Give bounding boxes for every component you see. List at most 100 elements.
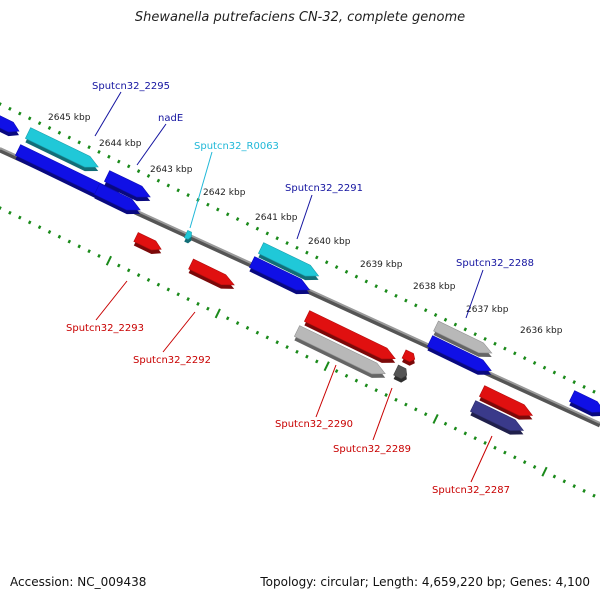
tick-mark xyxy=(146,277,151,282)
tick-mark xyxy=(67,135,72,140)
inner-tick-ring xyxy=(0,206,596,498)
kbp-label: 2642 kbp xyxy=(203,188,246,198)
gene-label[interactable]: Sputcn32_2287 xyxy=(432,485,510,496)
tick-mark xyxy=(206,202,210,207)
gene-label[interactable]: Sputcn32_2291 xyxy=(285,183,363,194)
tick-mark xyxy=(295,349,299,354)
tick-mark xyxy=(473,436,477,441)
tick-mark xyxy=(0,206,2,210)
gene-2288-pseudo[interactable] xyxy=(433,320,493,354)
tick-mark xyxy=(344,269,349,274)
tick-mark xyxy=(541,466,548,477)
tick-mark xyxy=(77,140,81,145)
tick-mark xyxy=(562,479,567,484)
gene-nadE[interactable] xyxy=(103,170,151,198)
gene-2290-pseudo[interactable] xyxy=(293,325,386,375)
gene-label[interactable]: Sputcn32_2292 xyxy=(133,355,211,366)
tick-mark xyxy=(57,234,62,239)
tick-mark xyxy=(513,351,517,356)
leader-line xyxy=(372,387,393,441)
gene-2291-rna[interactable] xyxy=(257,242,320,277)
tick-mark xyxy=(493,341,497,346)
leader-line xyxy=(315,364,337,418)
tick-mark xyxy=(552,474,557,479)
gene-2293[interactable] xyxy=(133,232,162,251)
tick-mark xyxy=(196,301,200,306)
tick-mark xyxy=(374,284,378,289)
tick-mark xyxy=(483,336,487,341)
tick-mark xyxy=(503,450,507,455)
tick-mark xyxy=(97,149,101,154)
tick-mark xyxy=(126,268,131,273)
tick-mark xyxy=(552,370,557,375)
tick-mark xyxy=(275,236,279,241)
tick-mark xyxy=(166,183,171,188)
tick-mark xyxy=(126,164,131,169)
tick-mark xyxy=(334,369,339,373)
gene-2289[interactable] xyxy=(401,349,416,363)
gene-2293-fwd[interactable] xyxy=(93,183,141,211)
tick-mark xyxy=(18,215,22,220)
tick-mark xyxy=(324,260,329,265)
gene-2291[interactable] xyxy=(248,256,311,291)
gene-label[interactable]: Sputcn32_R0063 xyxy=(194,141,279,152)
kbp-label: 2636 kbp xyxy=(520,326,563,336)
gene-2287[interactable] xyxy=(478,385,534,416)
tick-mark xyxy=(27,220,32,225)
gene-2295-rna[interactable] xyxy=(24,127,99,168)
gene-R0063[interactable] xyxy=(183,229,192,240)
tick-mark xyxy=(117,263,121,268)
leader-line xyxy=(296,194,313,240)
tick-mark xyxy=(67,239,72,244)
tick-mark xyxy=(443,317,448,322)
tick-mark xyxy=(0,102,2,106)
tick-mark xyxy=(532,464,537,469)
gene-2292[interactable] xyxy=(188,258,235,286)
gene-label[interactable]: Sputcn32_2288 xyxy=(456,258,534,269)
tick-mark xyxy=(285,241,289,246)
tick-mark xyxy=(275,340,279,345)
gene-2290[interactable] xyxy=(303,310,396,360)
tick-mark xyxy=(423,412,428,417)
gene-label[interactable]: Sputcn32_2293 xyxy=(66,323,144,334)
tick-mark xyxy=(572,484,576,489)
tick-mark xyxy=(432,414,439,424)
tick-mark xyxy=(384,289,388,293)
gene-label[interactable]: Sputcn32_2289 xyxy=(333,444,411,455)
kbp-label: 2638 kbp xyxy=(413,282,456,292)
tick-mark xyxy=(225,212,230,217)
tick-mark xyxy=(423,308,428,313)
gene-2296[interactable] xyxy=(0,113,20,133)
tick-mark xyxy=(8,210,12,215)
gene-label[interactable]: Sputcn32_2290 xyxy=(275,419,353,430)
tick-mark xyxy=(433,313,438,317)
gene-2288[interactable] xyxy=(426,335,492,372)
gene-label[interactable]: nadE xyxy=(158,113,183,124)
tick-mark xyxy=(473,332,477,337)
kbp-label: 2637 kbp xyxy=(466,305,509,315)
gene-label[interactable]: Sputcn32_2295 xyxy=(92,81,170,92)
tick-mark xyxy=(513,455,517,460)
tick-mark xyxy=(463,431,468,436)
tick-mark xyxy=(107,154,111,159)
tick-mark xyxy=(404,402,408,407)
gene-2287-dark[interactable] xyxy=(469,400,525,431)
tick-mark xyxy=(295,245,299,250)
tick-mark xyxy=(136,169,141,174)
tick-mark xyxy=(216,207,220,212)
tick-mark xyxy=(443,421,448,426)
gene-2286[interactable] xyxy=(568,390,600,413)
tick-mark xyxy=(384,393,388,397)
tick-mark xyxy=(37,225,42,230)
tick-mark xyxy=(136,273,141,278)
tick-mark xyxy=(582,488,586,493)
tick-mark xyxy=(334,265,339,269)
tick-mark xyxy=(414,407,418,412)
tick-mark xyxy=(305,250,309,255)
tick-mark xyxy=(582,384,586,389)
tick-mark xyxy=(354,274,359,279)
tick-mark xyxy=(404,298,408,303)
tick-mark xyxy=(265,231,270,236)
gene-2289-dark[interactable] xyxy=(393,364,408,379)
